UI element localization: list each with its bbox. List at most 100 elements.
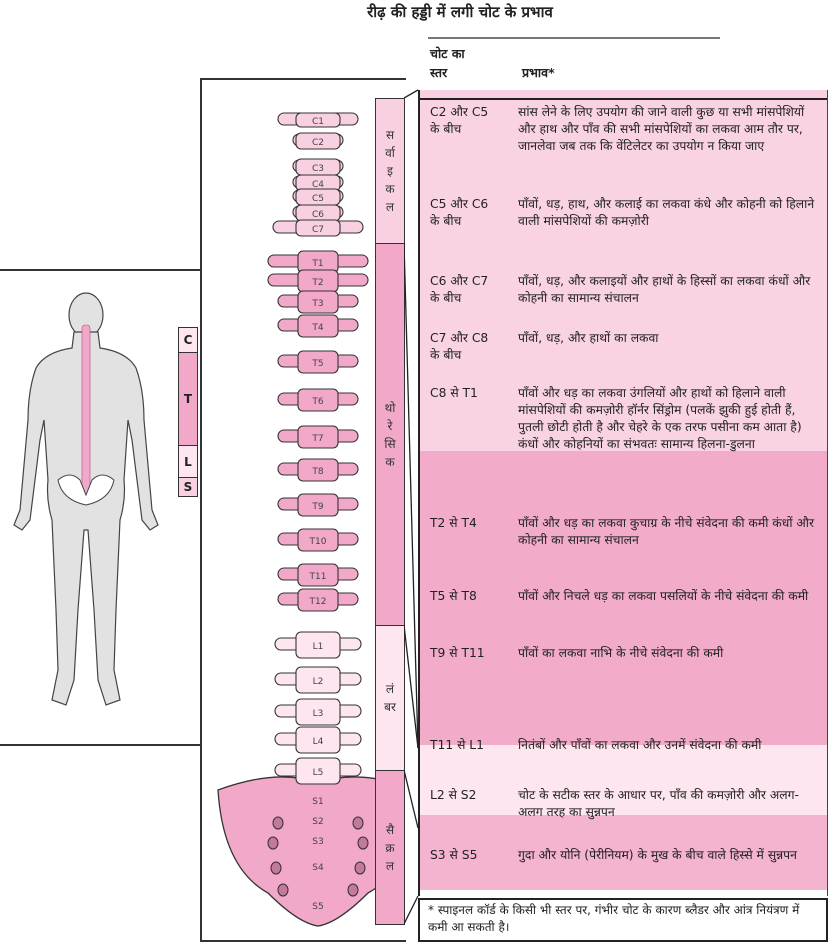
region-lumbar: लंबर	[375, 625, 405, 771]
region-label-lumbar: लंबर	[384, 682, 396, 714]
injury-effect: पाँवों, धड़, और हाथों का लकवा	[518, 331, 659, 345]
injury-level: T9 से T11	[430, 646, 485, 660]
vertebra-label: C4	[312, 180, 324, 190]
header-level: चोट का स्तर	[430, 44, 465, 82]
sacral-foramen	[270, 861, 282, 875]
injury-level: L2 से S2	[430, 788, 477, 802]
vertebra-t5	[297, 350, 339, 374]
vertebra-t10	[297, 528, 339, 552]
vertebra-t12	[297, 588, 339, 612]
vertebra-label: T7	[311, 434, 323, 444]
injury-level: T5 से T8	[430, 589, 477, 603]
vertebra-label: C1	[312, 117, 324, 127]
body-key-thoracic: T	[178, 352, 198, 446]
vertebra-label: T11	[309, 572, 327, 582]
vertebra-label: C6	[312, 210, 324, 220]
vertebra-t11	[297, 563, 339, 587]
sacral-foramen	[352, 816, 364, 830]
injury-level: T11 से L1	[430, 738, 484, 752]
vertebra-label: S4	[312, 863, 324, 873]
body-key-sacral: S	[178, 477, 198, 497]
injury-effect: नितंबों और पाँवों का लकवा और उनमें संवेद…	[518, 738, 762, 752]
vertebra-label: T12	[309, 597, 327, 607]
header-rule	[428, 37, 720, 39]
vertebra-label: L1	[313, 642, 324, 652]
band-lumbar	[420, 745, 827, 815]
spine-panel	[200, 78, 406, 942]
spine-illustration: C1C2C3C4C5C6C7T1T2T3T4T5T6T7T8T9T10T11T1…	[217, 112, 375, 927]
vertebra-t7	[297, 425, 339, 449]
vertebra-t8	[297, 458, 339, 482]
table-top-band	[420, 90, 827, 100]
vertebra-label: S2	[312, 817, 323, 827]
diagram-title: रीढ़ की हड्डी में लगी चोट के प्रभाव	[367, 3, 553, 21]
injury-effect: चोट के सटीक स्तर के आधार पर, पाँव की कमज…	[518, 788, 799, 819]
injury-effect: सांस लेने के लिए उपयोग की जाने वाली कुछ …	[518, 105, 805, 153]
vertebra-label: T1	[311, 259, 323, 269]
vertebra-label: T9	[311, 502, 323, 512]
vertebra-c2	[295, 132, 341, 150]
injury-effect: पाँवों और धड़ का लकवा उंगलियों और हाथों …	[518, 386, 802, 451]
sacral-foramen	[357, 836, 369, 850]
vertebra-label: S3	[312, 837, 323, 847]
region-connector-lines	[404, 89, 419, 925]
vertebra-label: T8	[311, 467, 323, 477]
vertebra-t9	[297, 493, 339, 517]
sacral-foramen	[272, 816, 284, 830]
sacral-foramen	[354, 861, 366, 875]
header-level-line1: चोट का	[430, 46, 465, 61]
region-thoracic: थोरेसिक	[375, 243, 405, 626]
vertebra-t3	[297, 290, 339, 314]
injury-effect: पाँवों, धड़, और कलाइयों और हाथों के हिस्…	[518, 274, 811, 305]
vertebra-label: T5	[311, 359, 323, 369]
vertebra-t4	[297, 314, 339, 338]
human-back-figure	[13, 292, 159, 706]
vertebra-label: T10	[309, 537, 327, 547]
region-label-cervical: सर्वाइकल	[385, 128, 395, 214]
vertebra-label: S5	[312, 902, 323, 912]
vertebra-label: T2	[311, 278, 323, 288]
footnote: * स्पाइनल कॉर्ड के किसी भी स्तर पर, गंभी…	[418, 898, 828, 942]
injury-effect: गुदा और योनि (पेरीनियम) के मुख के बीच वा…	[518, 848, 797, 862]
band-cervical	[420, 100, 827, 451]
vertebra-l4	[295, 726, 341, 754]
injury-level: C2 और C5 के बीच	[430, 105, 489, 136]
header-level-line2: स्तर	[430, 65, 448, 80]
vertebra-l2	[295, 666, 341, 694]
vertebra-label: C5	[312, 194, 324, 204]
injury-level: C5 और C6 के बीच	[430, 197, 489, 228]
vertebra-label: T4	[311, 323, 323, 333]
vertebra-label: C2	[312, 138, 324, 148]
vertebra-l1	[295, 631, 341, 659]
vertebra-l3	[295, 698, 341, 726]
vertebra-label: T3	[311, 299, 323, 309]
injury-effect: पाँवों और निचले धड़ का लकवा पसलियों के न…	[518, 589, 809, 603]
connector-line-top	[0, 269, 202, 271]
sacral-foramen	[267, 836, 279, 850]
effects-table: C2 और C5 के बीच सांस लेने के लिए उपयोग की…	[418, 90, 828, 896]
region-label-sacral: सैक्रल	[385, 822, 395, 873]
vertebra-label: T6	[311, 397, 323, 407]
vertebra-label: C3	[312, 164, 324, 174]
injury-level: C7 और C8 के बीच	[430, 331, 489, 362]
vertebra-label: L3	[313, 709, 324, 719]
vertebra-label: L5	[313, 768, 324, 778]
injury-level: C6 और C7 के बीच	[430, 274, 489, 305]
band-thoracic	[420, 451, 827, 745]
vertebra-l5	[295, 757, 341, 785]
vertebra-c7	[295, 219, 341, 237]
injury-level: S3 से S5	[430, 848, 478, 862]
injury-effect: पाँवों, धड़, हाथ, और कलाई का लकवा कंधे औ…	[518, 197, 815, 228]
region-cervical: सर्वाइकल	[375, 98, 405, 244]
connector-line-bottom	[0, 744, 202, 746]
injury-effect: पाँवों का लकवा नाभि के नीचे संवेदना की क…	[518, 646, 724, 660]
header-effects: प्रभाव*	[522, 65, 555, 80]
vertebra-label: C7	[312, 225, 324, 235]
band-sacral	[420, 815, 827, 890]
vertebra-label: S1	[312, 797, 323, 807]
body-key-cervical: C	[178, 327, 198, 353]
vertebra-label: L4	[313, 737, 324, 747]
sacral-foramen	[277, 883, 289, 897]
sacrum	[217, 776, 375, 927]
vertebra-t6	[297, 388, 339, 412]
